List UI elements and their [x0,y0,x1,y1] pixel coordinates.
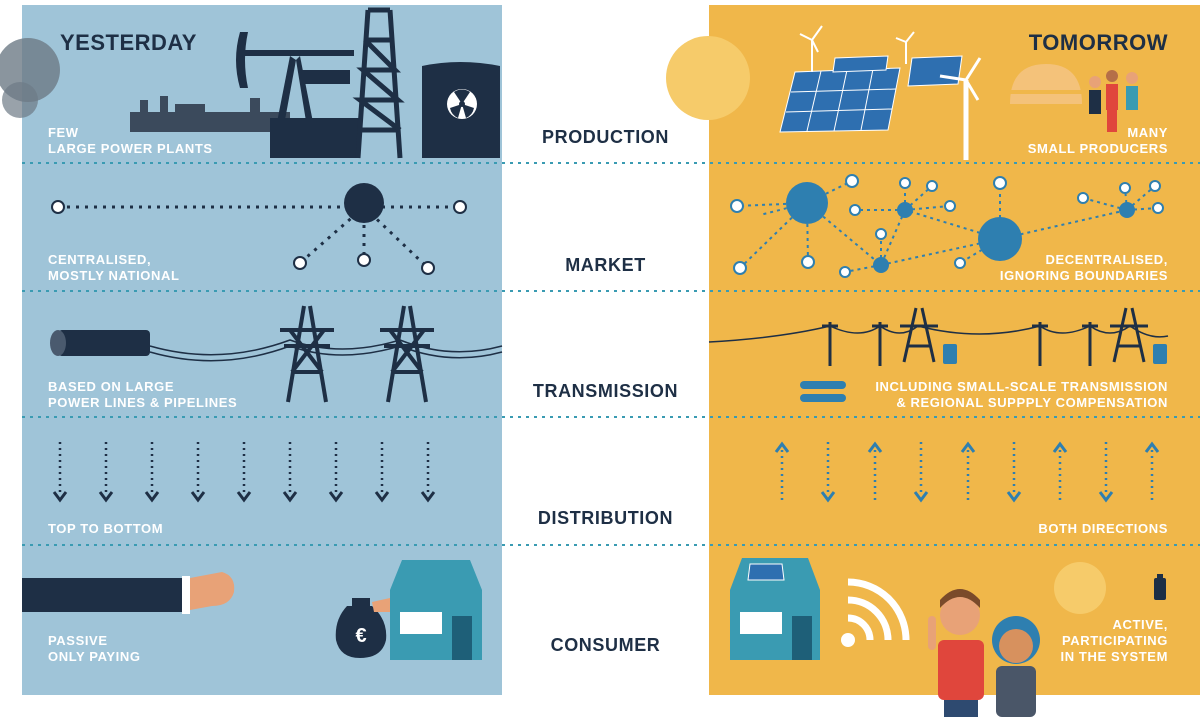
battery-icon [943,344,1167,364]
arrow-down-icon [190,442,206,503]
arrow-up-icon [1144,441,1160,502]
category-transmission: TRANSMISSION [532,381,679,401]
distribution-arrows-right [774,441,1160,503]
tomorrow-distribution-label: BOTH DIRECTIONS [1038,521,1168,536]
person-icon [992,616,1040,717]
arrow-down-icon [420,442,436,503]
oil-derrick-icon [352,7,405,159]
tomorrow-transmission-label: INCLUDING SMALL-SCALE TRANSMISSION& REGI… [875,379,1168,410]
wind-turbine-icon [799,25,982,160]
tomorrow-heading: TOMORROW [1028,30,1168,55]
euro-symbol: € [355,625,366,647]
factory-icon [130,96,290,132]
small-power-line-icon [708,307,1169,366]
yesterday-market-label: CENTRALISED,MOSTLY NATIONAL [48,252,180,283]
biogas-dome-icon [1010,64,1082,104]
house-icon [390,560,482,660]
arrow-up-icon [774,441,790,502]
arrow-down-icon [282,442,298,503]
arrow-up-icon [1052,441,1068,502]
pipeline-icon [800,381,846,402]
arrow-down-icon [236,442,252,503]
arrow-up-icon [867,441,883,502]
arrow-down-icon [144,442,160,503]
yesterday-distribution-label: TOP TO BOTTOM [48,521,164,536]
money-bag-icon: € [335,598,392,658]
power-pylon-icon [280,305,434,403]
nuclear-plant-icon [422,62,500,158]
category-consumer: CONSUMER [550,635,661,655]
people-icon [1089,70,1138,132]
category-production: PRODUCTION [542,127,669,147]
battery-icon [1154,574,1166,600]
category-distribution: DISTRIBUTION [537,508,674,528]
arrow-down-icon [98,442,114,503]
arrow-down-icon [374,442,390,503]
hand-icon [22,572,235,614]
network-icon [730,174,1164,278]
hub-node-icon [51,183,467,275]
arrow-down-icon [913,442,929,503]
house-icon [730,558,820,660]
distribution-arrows-left [52,442,436,503]
tomorrow-market-label: DECENTRALISED,IGNORING BOUNDARIES [999,252,1168,283]
pipeline-icon [50,330,503,362]
category-market: MARKET [565,255,646,275]
arrow-up-icon [960,441,976,502]
smoke-cloud-icon [0,38,60,118]
wifi-signal-icon [841,578,910,647]
yesterday-heading: YESTERDAY [60,30,197,55]
oil-pump-icon [236,32,360,158]
solar-panel-icon [779,55,963,133]
arrow-down-icon [52,442,68,503]
arrow-down-icon [328,442,344,503]
sun-icon [1054,562,1106,614]
person-icon [928,589,984,717]
arrow-down-icon [1006,442,1022,503]
arrow-down-icon [820,442,836,503]
sun-icon [666,36,750,120]
arrow-down-icon [1098,442,1114,503]
